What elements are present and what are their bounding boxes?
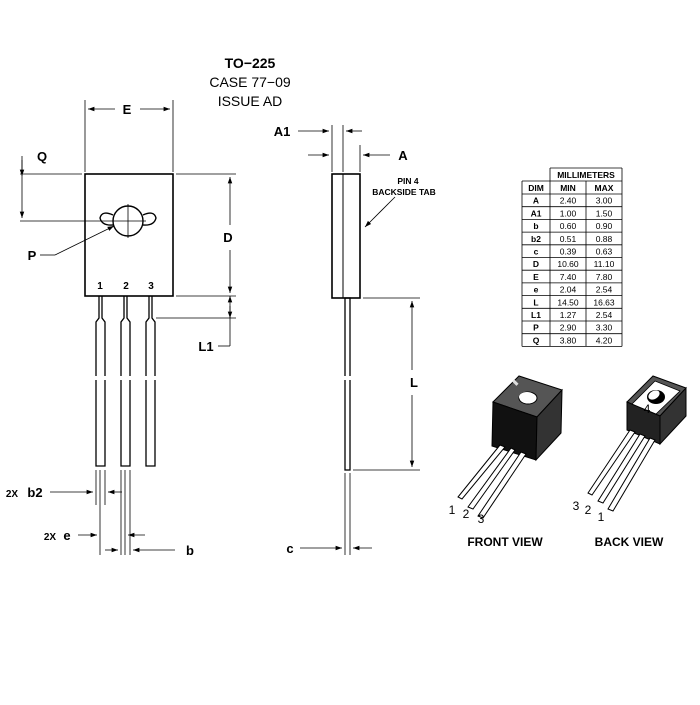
table-cell-min: 2.90 bbox=[560, 323, 577, 333]
dim-L-label: L bbox=[410, 375, 418, 390]
mounting-hole bbox=[99, 204, 157, 238]
pin-numbers-front: 1 2 3 bbox=[97, 281, 154, 292]
table-cell-dim: P bbox=[533, 323, 539, 333]
dim-b2-label: b2 bbox=[27, 485, 42, 500]
pin-1-label: 1 bbox=[97, 281, 103, 292]
table-cell-max: 3.30 bbox=[596, 323, 613, 333]
dim-e-multiplier: 2X bbox=[44, 532, 57, 543]
backside-tab-label: BACKSIDE TAB bbox=[372, 187, 436, 197]
front-view-pin-3: 3 bbox=[478, 512, 485, 526]
front-view-3d bbox=[457, 375, 563, 519]
dim-b2-multiplier: 2X bbox=[6, 489, 19, 500]
pin4-tab-label: PIN 4 bbox=[397, 176, 419, 186]
front-view-title: FRONT VIEW bbox=[467, 535, 543, 549]
side-dimension-labels: A1 A PIN 4 BACKSIDE TAB L c bbox=[274, 124, 436, 556]
dim-E-label: E bbox=[123, 102, 132, 117]
package-header: TO−225 CASE 77−09 ISSUE AD bbox=[209, 55, 291, 109]
table-cell-min: 10.60 bbox=[557, 259, 579, 269]
back-view-tab-number: 4 bbox=[644, 402, 651, 416]
table-cell-min: 2.40 bbox=[560, 196, 577, 206]
front-dimension-labels: E Q P D L1 2X b2 2X e b bbox=[6, 102, 233, 558]
front-leads bbox=[95, 296, 156, 467]
table-cell-dim: b bbox=[533, 221, 538, 231]
front-view-pin-2: 2 bbox=[463, 507, 470, 521]
back-view-pin-2: 2 bbox=[585, 503, 592, 517]
table-cell-min: 7.40 bbox=[560, 272, 577, 282]
pin-2-label: 2 bbox=[123, 281, 129, 292]
table-cell-dim: L1 bbox=[531, 310, 541, 320]
table-col-min: MIN bbox=[560, 183, 576, 193]
back-view-3d bbox=[587, 375, 687, 512]
table-cell-dim: E bbox=[533, 272, 539, 282]
table-cell-min: 1.00 bbox=[560, 208, 577, 218]
table-cell-min: 14.50 bbox=[557, 297, 579, 307]
dim-c-label: c bbox=[286, 541, 293, 556]
table-cell-max: 0.88 bbox=[596, 234, 613, 244]
table-cell-max: 7.80 bbox=[596, 272, 613, 282]
dim-Q-label: Q bbox=[37, 149, 47, 164]
back-view-title: BACK VIEW bbox=[595, 535, 664, 549]
table-cell-dim: D bbox=[533, 259, 539, 269]
side-outline-drawing bbox=[331, 173, 361, 471]
table-cell-min: 0.60 bbox=[560, 221, 577, 231]
table-cell-max: 3.00 bbox=[596, 196, 613, 206]
back-view-pin-numbers: 3 2 1 bbox=[573, 499, 605, 524]
package-name: TO−225 bbox=[225, 55, 276, 71]
dim-L1-label: L1 bbox=[198, 339, 213, 354]
issue-label: ISSUE AD bbox=[218, 93, 283, 109]
dim-e-label: e bbox=[63, 528, 70, 543]
table-cell-dim: Q bbox=[533, 335, 540, 345]
table-col-dim: DIM bbox=[528, 183, 544, 193]
table-cell-min: 2.04 bbox=[560, 285, 577, 295]
table-cell-max: 2.54 bbox=[596, 310, 613, 320]
table-cell-dim: b2 bbox=[531, 234, 541, 244]
front-view-pin-1: 1 bbox=[449, 503, 456, 517]
front-view-pin-numbers: 1 2 3 bbox=[449, 503, 485, 526]
package-body-front bbox=[84, 173, 174, 297]
table-cell-min: 3.80 bbox=[560, 335, 577, 345]
dim-A-label: A bbox=[398, 148, 408, 163]
side-dimension-lines bbox=[298, 125, 420, 555]
table-cell-dim: e bbox=[534, 285, 539, 295]
table-cell-max: 0.90 bbox=[596, 221, 613, 231]
dim-b-label: b bbox=[186, 543, 194, 558]
front-dimension-lines bbox=[19, 100, 236, 555]
table-cell-max: 11.10 bbox=[594, 259, 615, 269]
table-cell-min: 0.39 bbox=[560, 247, 577, 257]
table-cell-dim: A bbox=[533, 196, 539, 206]
table-cell-max: 0.63 bbox=[596, 247, 613, 257]
case-number: CASE 77−09 bbox=[209, 74, 291, 90]
table-cell-dim: c bbox=[534, 247, 539, 257]
table-cell-dim: A1 bbox=[531, 208, 542, 218]
dim-P-label: P bbox=[28, 248, 37, 263]
front-outline-drawing bbox=[84, 173, 174, 467]
table-cell-max: 16.63 bbox=[593, 297, 615, 307]
dim-D-label: D bbox=[223, 230, 232, 245]
back-view-pin-1: 1 bbox=[598, 510, 605, 524]
back-view-pin-3: 3 bbox=[573, 499, 580, 513]
table-cell-dim: L bbox=[533, 297, 538, 307]
table-cell-max: 2.54 bbox=[596, 285, 613, 295]
pin-3-label: 3 bbox=[148, 281, 154, 292]
table-group-header: MILLIMETERS bbox=[557, 170, 615, 180]
table-cell-min: 1.27 bbox=[560, 310, 577, 320]
table-cell-min: 0.51 bbox=[560, 234, 577, 244]
dim-A1-label: A1 bbox=[274, 124, 291, 139]
table-cell-max: 4.20 bbox=[596, 335, 613, 345]
side-lead bbox=[344, 297, 351, 471]
table-cell-max: 1.50 bbox=[596, 208, 613, 218]
package-body-side bbox=[331, 173, 361, 299]
table-col-max: MAX bbox=[595, 183, 614, 193]
